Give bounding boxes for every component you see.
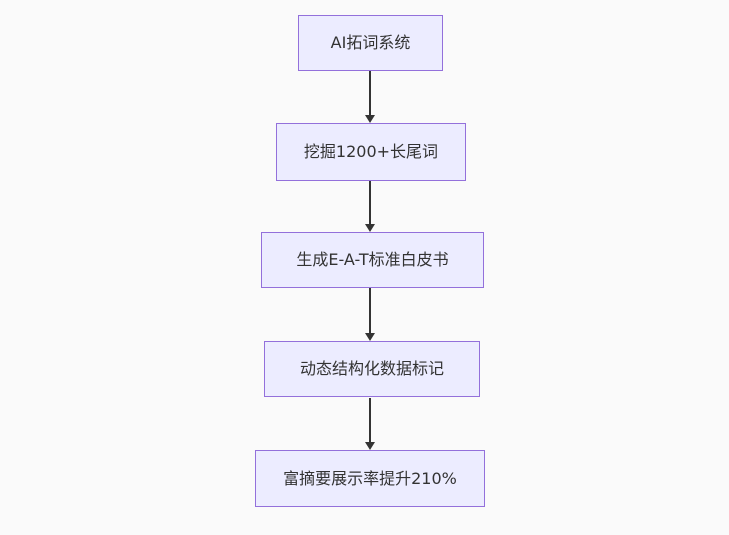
flow-arrow-3	[365, 288, 375, 341]
flow-node-label: 生成E-A-T标准白皮书	[296, 250, 449, 270]
flow-node-ai-system: AI拓词系统	[298, 15, 443, 71]
flow-node-label: AI拓词系统	[330, 33, 411, 53]
arrow-line	[369, 288, 371, 336]
flow-node-eat-whitepaper: 生成E-A-T标准白皮书	[261, 232, 484, 288]
flow-arrow-4	[365, 398, 375, 450]
flow-node-label: 挖掘1200+长尾词	[303, 142, 439, 162]
arrow-down-icon	[365, 224, 375, 232]
arrow-down-icon	[365, 115, 375, 123]
flow-node-structured-data: 动态结构化数据标记	[264, 341, 480, 397]
flow-arrow-2	[365, 181, 375, 232]
arrow-line	[369, 181, 371, 227]
arrow-down-icon	[365, 333, 375, 341]
arrow-down-icon	[365, 442, 375, 450]
flow-node-rich-snippet-result: 富摘要展示率提升210%	[255, 450, 485, 507]
flow-node-label: 富摘要展示率提升210%	[283, 468, 457, 488]
arrow-line	[369, 398, 371, 445]
flow-node-longtail-keywords: 挖掘1200+长尾词	[276, 123, 466, 181]
flow-node-label: 动态结构化数据标记	[299, 359, 444, 379]
arrow-line	[369, 71, 371, 118]
flow-arrow-1	[365, 71, 375, 123]
